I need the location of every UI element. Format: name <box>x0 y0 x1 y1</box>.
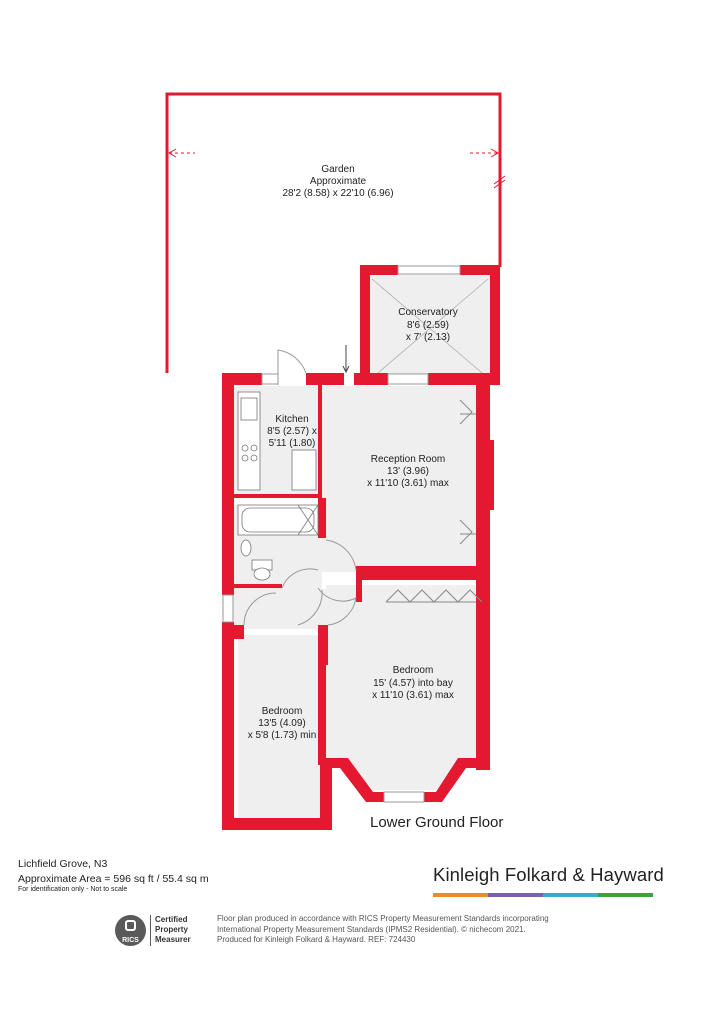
svg-text:8'6 (2.59): 8'6 (2.59) <box>407 320 449 331</box>
wardrobes <box>385 399 483 603</box>
svg-text:Garden: Garden <box>321 164 354 175</box>
svg-text:x 11'10 (3.61) max: x 11'10 (3.61) max <box>372 690 454 701</box>
conservatory-label: Conservatory 8'6 (2.59) x 7' (2.13) <box>398 307 457 343</box>
brand-stripe-green <box>598 893 653 897</box>
svg-text:Approximate: Approximate <box>310 176 367 187</box>
windows <box>222 265 461 803</box>
disclaimer: For identification only - Not to scale <box>18 886 128 893</box>
agent-logo: Kinleigh Folkard & Hayward <box>433 864 664 885</box>
legal-line-2: International Property Measurement Stand… <box>217 924 526 934</box>
svg-text:Bedroom: Bedroom <box>262 706 303 717</box>
legal-line-1: Floor plan produced in accordance with R… <box>217 914 549 923</box>
reception-room-label: Reception Room 13' (3.96) x 11'10 (3.61)… <box>367 454 449 489</box>
bathroom-fittings <box>237 504 319 581</box>
svg-text:13'5 (4.09): 13'5 (4.09) <box>258 718 306 729</box>
walls <box>222 265 500 830</box>
brand-stripe-cyan <box>543 893 598 897</box>
rics-line-3: Measurer <box>155 935 191 944</box>
rics-mark-icon: RICS <box>115 915 146 946</box>
brand-stripe-purple <box>488 893 543 897</box>
svg-text:13' (3.96): 13' (3.96) <box>387 466 429 477</box>
svg-text:28'2 (8.58) x 22'10 (6.96): 28'2 (8.58) x 22'10 (6.96) <box>282 188 393 199</box>
svg-text:5'11 (1.80): 5'11 (1.80) <box>269 438 316 449</box>
kitchen-fittings <box>237 391 317 491</box>
legal-notice: Floor plan produced in accordance with R… <box>217 914 577 946</box>
brand-stripe <box>433 893 653 897</box>
floor-label: Lower Ground Floor <box>370 814 504 831</box>
svg-text:Reception Room: Reception Room <box>371 454 445 465</box>
svg-text:8'5 (2.57) x: 8'5 (2.57) x <box>267 426 317 437</box>
svg-text:x 5'8 (1.73) min: x 5'8 (1.73) min <box>248 730 317 741</box>
garden-outline <box>165 92 502 373</box>
property-address: Lichfield Grove, N3 <box>18 858 108 870</box>
doors <box>243 349 357 626</box>
svg-text:Kitchen: Kitchen <box>275 414 308 425</box>
garden-label: Garden Approximate 28'2 (8.58) x 22'10 (… <box>282 164 393 199</box>
property-address-block: Lichfield Grove, N3 Approximate Area = 5… <box>18 857 209 887</box>
floor-fill <box>232 275 490 821</box>
svg-text:Conservatory: Conservatory <box>398 307 457 318</box>
legal-line-3: Produced for Kinleigh Folkard & Hayward.… <box>217 935 416 944</box>
main-bedroom-label: Bedroom 15' (4.57) into bay x 11'10 (3.6… <box>372 665 454 701</box>
approximate-area: Approximate Area = 596 sq ft / 55.4 sq m <box>18 873 209 885</box>
floor-plan: Garden Approximate 28'2 (8.58) x 22'10 (… <box>165 92 506 830</box>
rics-line-1: Certified <box>155 915 188 924</box>
svg-text:Bedroom: Bedroom <box>393 665 434 676</box>
brand-stripe-orange <box>433 893 488 897</box>
kitchen-label: Kitchen 8'5 (2.57) x 5'11 (1.80) <box>267 414 317 449</box>
rics-certified-text: Certified Property Measurer <box>150 915 208 946</box>
rics-line-2: Property <box>155 925 188 934</box>
small-bedroom-label: Bedroom 13'5 (4.09) x 5'8 (1.73) min <box>248 706 317 741</box>
svg-text:x 11'10 (3.61) max: x 11'10 (3.61) max <box>367 478 449 489</box>
svg-text:x 7' (2.13): x 7' (2.13) <box>406 332 450 343</box>
conservatory-glazing <box>371 278 489 379</box>
conservatory-arrow <box>342 345 350 374</box>
rics-certified-logo: RICS Certified Property Measurer <box>115 915 209 947</box>
svg-text:15' (4.57) into bay: 15' (4.57) into bay <box>373 678 453 689</box>
garden-dimension-arrows <box>167 148 506 189</box>
